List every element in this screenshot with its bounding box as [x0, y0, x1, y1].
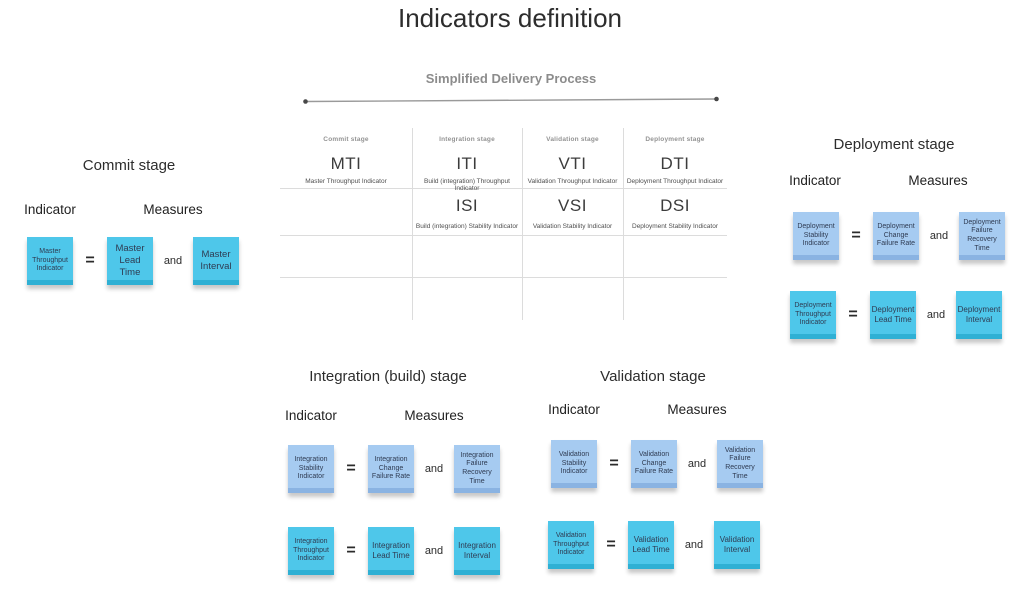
sticky-note[interactable]: Deployment Change Failure Rate	[873, 212, 919, 260]
stage-column-header: Commit stage	[323, 136, 369, 143]
and-connector: and	[926, 309, 946, 321]
sticky-note[interactable]: Integration Throughput Indicator	[288, 527, 334, 575]
equation-row: Validation Throughput Indicator = Valida…	[548, 521, 760, 569]
indicator-acronym: VSI	[558, 196, 587, 215]
equals-sign: =	[609, 455, 619, 472]
table-column-commit: Commit stage MTI Master Throughput Indic…	[280, 128, 412, 320]
sticky-note[interactable]: Deployment Throughput Indicator	[790, 291, 836, 339]
group-title: Commit stage	[82, 157, 176, 174]
indicator-full-name: Build (integration) Throughput Indicator	[424, 178, 510, 192]
and-connector: and	[424, 463, 444, 475]
table-grid-line	[280, 188, 727, 189]
sticky-note[interactable]: Master Throughput Indicator	[27, 237, 73, 285]
equals-sign: =	[346, 542, 356, 559]
stage-column-header: Deployment stage	[645, 136, 705, 143]
equation-row: Master Throughput Indicator = Master Lea…	[27, 237, 239, 285]
equals-sign: =	[606, 536, 616, 553]
sticky-note[interactable]: Validation Change Failure Rate	[631, 440, 677, 488]
indicator-full-name: Validation Stability Indicator	[532, 223, 613, 230]
table-column-validation: Validation stage VTI Validation Throughp…	[522, 128, 623, 320]
table-column-deployment: Deployment stage DTI Deployment Throughp…	[623, 128, 727, 320]
measures-column-label: Measures	[404, 408, 464, 423]
and-connector: and	[929, 230, 949, 242]
sticky-note[interactable]: Validation Lead Time	[628, 521, 674, 569]
sticky-note[interactable]: Integration Stability Indicator	[288, 445, 334, 493]
equation-row: Validation Stability Indicator = Validat…	[551, 440, 763, 488]
indicator-column-label: Indicator	[789, 173, 841, 188]
process-axis-arrow	[303, 96, 719, 104]
table-grid-line	[522, 128, 523, 320]
table-grid-line	[280, 277, 727, 278]
indicator-acronym: ISI	[455, 196, 479, 215]
indicator-column-label: Indicator	[285, 408, 337, 423]
indicator-full-name: Deployment Throughput Indicator	[626, 178, 724, 185]
sticky-note[interactable]: Validation Failure Recovery Time	[717, 440, 763, 488]
indicator-column-label: Indicator	[24, 202, 76, 217]
sticky-note[interactable]: Integration Failure Recovery Time	[454, 445, 500, 493]
indicator-acronym: DSI	[660, 196, 690, 215]
sticky-note[interactable]: Integration Change Failure Rate	[368, 445, 414, 493]
sticky-note[interactable]: Master Lead Time	[107, 237, 153, 285]
stage-column-header: Integration stage	[439, 136, 495, 143]
measures-column-label: Measures	[143, 202, 203, 217]
and-connector: and	[684, 539, 704, 551]
sticky-note[interactable]: Integration Interval	[454, 527, 500, 575]
sticky-note[interactable]: Deployment Stability Indicator	[793, 212, 839, 260]
stage-column-header: Validation stage	[546, 136, 599, 143]
table-grid-line	[623, 128, 624, 320]
indicator-full-name: Deployment Stability Indicator	[632, 223, 718, 230]
sticky-note[interactable]: Deployment Failure Recovery Time	[959, 212, 1005, 260]
sticky-note[interactable]: Validation Stability Indicator	[551, 440, 597, 488]
equals-sign: =	[85, 252, 95, 269]
and-connector: and	[424, 545, 444, 557]
sticky-note[interactable]: Validation Throughput Indicator	[548, 521, 594, 569]
table-grid-line	[412, 128, 413, 320]
indicator-acronym: MTI	[330, 154, 362, 173]
equals-sign: =	[848, 306, 858, 323]
sticky-note[interactable]: Validation Interval	[714, 521, 760, 569]
and-connector: and	[163, 255, 183, 267]
indicator-column-label: Indicator	[548, 402, 600, 417]
page-title: Indicators definition	[397, 3, 623, 33]
table-grid-line	[280, 235, 727, 236]
equation-row: Deployment Stability Indicator = Deploym…	[793, 212, 1005, 260]
group-title: Integration (build) stage	[309, 368, 467, 385]
indicator-acronym: ITI	[456, 154, 478, 173]
indicator-full-name: Validation Throughput Indicator	[527, 178, 618, 185]
process-axis-label: Simplified Delivery Process	[425, 71, 597, 86]
table-column-integration: Integration stage ITI Build (integration…	[412, 128, 522, 320]
group-title: Validation stage	[600, 368, 706, 385]
sticky-note[interactable]: Master Interval	[193, 237, 239, 285]
equation-row: Integration Throughput Indicator = Integ…	[288, 527, 500, 575]
equation-row: Deployment Throughput Indicator = Deploy…	[790, 291, 1002, 339]
indicator-acronym: DTI	[660, 154, 690, 173]
group-title: Deployment stage	[833, 136, 955, 153]
indicator-full-name: Build (integration) Stability Indicator	[415, 223, 519, 230]
measures-column-label: Measures	[908, 173, 968, 188]
sticky-note[interactable]: Deployment Interval	[956, 291, 1002, 339]
indicators-table: Commit stage MTI Master Throughput Indic…	[280, 128, 727, 320]
equation-row: Integration Stability Indicator = Integr…	[288, 445, 500, 493]
measures-column-label: Measures	[667, 402, 727, 417]
equals-sign: =	[851, 227, 861, 244]
indicator-acronym: VTI	[558, 154, 587, 173]
sticky-note[interactable]: Integration Lead Time	[368, 527, 414, 575]
indicator-full-name: Master Throughput Indicator	[305, 178, 387, 185]
equals-sign: =	[346, 460, 356, 477]
sticky-note[interactable]: Deployment Lead Time	[870, 291, 916, 339]
and-connector: and	[687, 458, 707, 470]
